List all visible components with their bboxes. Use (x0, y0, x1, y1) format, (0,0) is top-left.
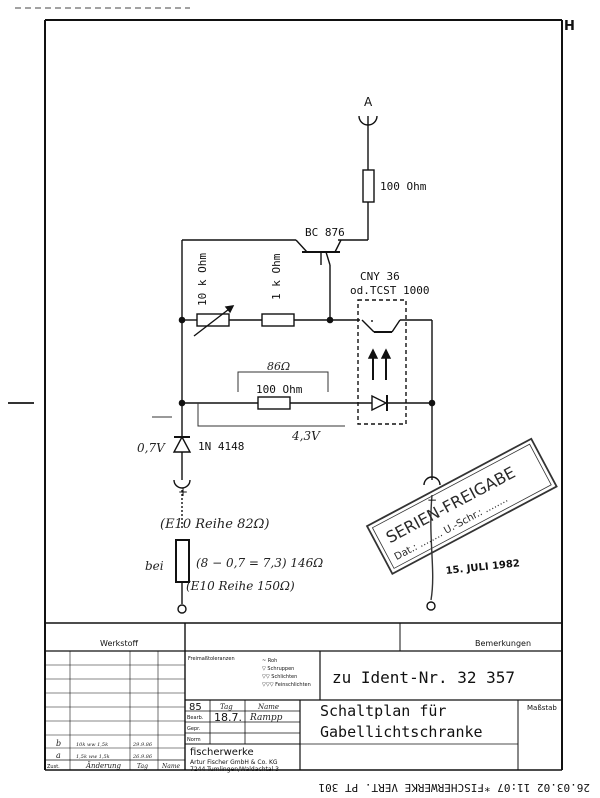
note-line-3: (E10 Reihe 150Ω) (186, 579, 295, 593)
company-name: fischerwerke (190, 747, 254, 758)
r-1k-label: 1 k Ohm (270, 253, 283, 300)
terminal-a-label: A (364, 95, 373, 109)
year-label: 85 (189, 702, 202, 713)
aenderung-label: Änderung (85, 761, 122, 770)
surface-legend: ~ Roh ▽ Schruppen ▽▽ Schlichten ▽▽▽ Fein… (262, 658, 311, 688)
name-label: Name (257, 703, 279, 711)
bearb-date: 18.7. (214, 711, 242, 724)
ident-number: zu Ident-Nr. 32 357 (332, 668, 515, 687)
optocoupler-box (357, 299, 407, 425)
voltage-07: 0,7V (137, 441, 166, 455)
col-tag-label: Tag (137, 763, 148, 770)
rev-b-text: 10k ww 1,5k (76, 742, 108, 748)
company-line-3: 7244 Tumlingen/Waldachtal 3 (190, 766, 279, 773)
norm-label: Norm (187, 737, 201, 743)
bearb-name: Rampp (249, 713, 283, 723)
optocoupler-label-2: od.TCST 1000 (350, 284, 429, 297)
external-terminal-left (177, 604, 187, 614)
gepr-label: Gepr. (187, 726, 201, 732)
minus-terminal (423, 476, 441, 486)
svg-text:~ Roh: ~ Roh (262, 658, 277, 664)
light-arrows (367, 348, 392, 380)
pot-label: 10 k Ohm (196, 253, 209, 306)
phototransistor (361, 319, 432, 333)
plus-terminal (173, 479, 191, 489)
freimass-label: Freimaßtoleranzen (188, 656, 235, 662)
note-line-2: (8 − 0,7 = 7,3) 146Ω (196, 556, 323, 570)
r-86-note: 86Ω (267, 360, 290, 373)
diode-label: 1N 4148 (198, 440, 244, 453)
title-block (45, 622, 562, 770)
external-terminal-right (426, 601, 436, 611)
tag-label: Tag (220, 703, 233, 711)
svg-text:▽▽ Schlichten: ▽▽ Schlichten (262, 674, 297, 680)
zust-label: Zust. (47, 764, 60, 770)
company-line-2: Artur Fischer GmbH & Co. KG (190, 759, 278, 766)
rev-b-mark: b (56, 739, 61, 748)
minus-label: − (427, 493, 437, 507)
corner-mark: H (564, 19, 575, 34)
plus-label: + (178, 485, 188, 499)
note-prefix: bei (145, 559, 164, 573)
rev-b-date: 29.9.86 (132, 742, 153, 748)
note-line-1: (E10 Reihe 82Ω) (160, 517, 269, 532)
rev-a-date: 26.9.86 (132, 754, 153, 760)
col-name-label: Name (161, 763, 181, 770)
transistor-bc876 (295, 239, 342, 266)
transistor-label: BC 876 (305, 226, 345, 239)
massstab-label: Maßstab (527, 704, 557, 712)
drawing-title-1: Schaltplan für (320, 702, 446, 720)
fax-footer: 26.03.02 11:07 *FISCHERWERKE VERT. PT 30… (318, 781, 590, 794)
bemerkungen-label: Bemerkungen (475, 639, 531, 648)
r-series-label: 100 Ohm (380, 180, 427, 193)
bearb-label: Bearb. (187, 715, 204, 721)
voltage-43: 4,3V (291, 429, 321, 443)
rev-a-text: 1,5k ww 1,5k (76, 754, 110, 760)
drawing-title-2: Gabellichtschranke (320, 723, 483, 741)
optocoupler-label-1: CNY 36 (360, 270, 400, 283)
svg-text:▽▽▽ Feinschlichten: ▽▽▽ Feinschlichten (262, 682, 311, 688)
werkstoff-label: Werkstoff (100, 639, 138, 648)
r-led-label: 100 Ohm (256, 383, 303, 396)
rev-a-mark: a (56, 751, 61, 760)
svg-text:▽ Schruppen: ▽ Schruppen (262, 666, 294, 672)
